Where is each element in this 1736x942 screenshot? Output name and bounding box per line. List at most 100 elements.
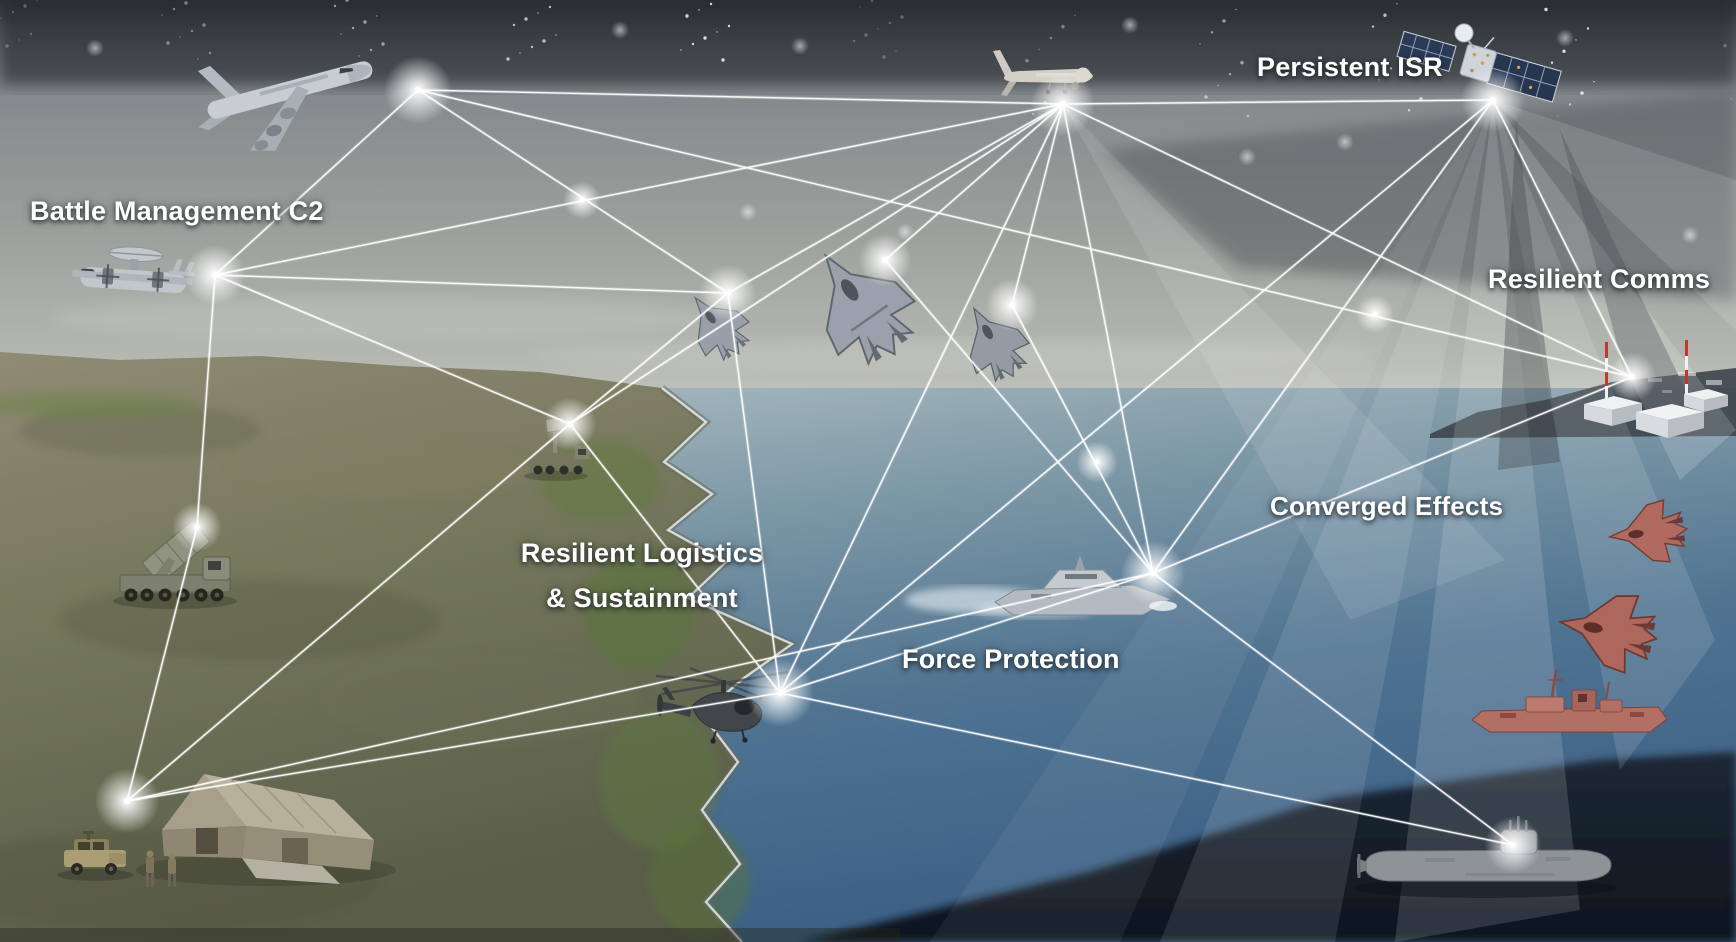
node-dot [725,290,731,296]
node-dot [1510,842,1516,848]
star [179,36,181,38]
star [1378,79,1380,81]
node-dot [1490,97,1496,103]
star [184,1,188,5]
star [1593,81,1595,83]
node-dot [1009,302,1015,308]
node-dot [1094,459,1100,465]
network-node-e2 [184,244,246,306]
comms-station [1584,340,1728,438]
star [900,15,904,19]
network-link-radar-helo [569,423,781,694]
network-link-e2-radar [214,274,571,425]
node-dot [124,798,130,804]
network-link-uav-f_right [1011,103,1064,306]
surf-line [661,387,795,942]
network-link-e2-uav [214,103,1064,276]
network-link-uav-f_center [884,103,1064,261]
star [333,4,337,8]
star [1723,43,1727,48]
red-destroyer [1471,669,1668,733]
star [537,12,539,14]
sensor-beam [1560,130,1700,430]
star [709,2,713,6]
cloud-streak [530,339,1370,371]
star [1061,24,1065,29]
star [685,14,689,18]
network-link-awacs-uav [417,89,1064,105]
star [1038,48,1040,51]
network-links [126,89,1633,846]
star [680,49,682,51]
star [542,39,546,43]
cloud-band-dark [1100,90,1736,300]
star [1210,31,1214,34]
network-node-f_center [858,233,912,287]
node-dot [579,197,585,203]
node-dot [1060,101,1066,107]
star [1568,103,1572,106]
ambient-glow-dot [739,203,757,221]
network-node-jx_sea [1076,441,1118,483]
star [1575,39,1577,41]
network-node-jx_right [1356,295,1394,333]
cloud-streak [50,296,710,340]
star [1199,43,1201,45]
star [1580,91,1584,95]
star [5,44,9,48]
satellite-dish [1454,23,1474,43]
star [358,55,360,57]
network-link-uav-sat [1062,99,1494,105]
star [1217,84,1219,87]
star [852,39,856,43]
network-link-helo-ship [779,572,1154,694]
star [0,17,2,19]
ambient-glow-dot [1556,29,1574,47]
network-link-radar-uav [569,103,1064,425]
star [895,50,897,52]
star [197,58,199,60]
node-dot [1372,311,1378,317]
star [345,0,349,2]
star [698,9,700,11]
star [161,14,163,16]
star [340,33,342,35]
network-link-f_left-radar [569,292,729,425]
network-node-sat [1460,67,1526,133]
sensor-beam [1498,120,1560,470]
network-node-f_left [699,264,757,322]
solar-panel-left [1396,30,1457,72]
network-node-ship [1120,540,1186,606]
ambient-glow-dot [1238,148,1256,166]
star [870,0,874,3]
network-link-comms-ship [1152,376,1633,574]
network-link-e2-himars [196,274,216,528]
star [864,33,868,37]
star [1222,19,1226,23]
network-link-hq-radar [126,423,571,802]
star [727,24,731,28]
network-link-f_center-ship [884,259,1154,574]
network-link-f_left-helo [727,292,781,694]
star [208,51,212,55]
humvee [57,831,133,881]
soldiers [146,850,176,887]
ambient-glow-dot [1121,16,1139,34]
sensor-beam [1160,100,1493,942]
star [1371,25,1375,28]
star [691,42,695,46]
star [1383,13,1387,17]
star [166,41,170,45]
network-link-uav-f_left [727,103,1064,294]
star [1240,61,1244,65]
network-link-himars-hq [126,526,198,802]
network-link-hq-ship [126,572,1154,802]
star [555,34,557,36]
network-node-comms [1607,352,1657,402]
star [703,36,707,40]
network-link-f_right-ship [1011,304,1154,574]
node-dot [194,524,200,530]
star [381,42,385,46]
star [18,39,20,41]
network-link-awacs-e2 [214,89,419,276]
